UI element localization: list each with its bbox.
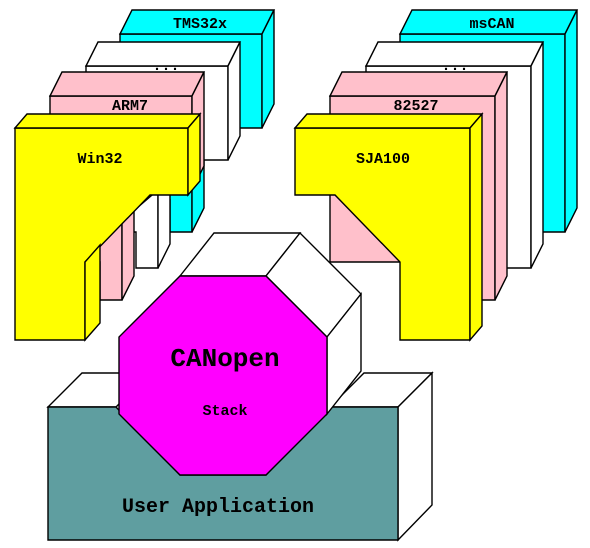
- can-controller-stack: msCAN ... 82527 SJA100: [293, 9, 579, 342]
- controller-label-mscan: msCAN: [469, 16, 514, 33]
- block-side: [564, 9, 578, 233]
- block-side: [261, 9, 275, 129]
- controller-label-sja100: SJA100: [356, 151, 410, 168]
- stack-subtitle: Stack: [202, 403, 247, 420]
- target-label-arm7: ARM7: [112, 98, 148, 115]
- block-side: [187, 112, 201, 197]
- controller-front-sja100: SJA100: [293, 112, 484, 342]
- block-top: [293, 113, 484, 129]
- stack-front-octagon: [118, 275, 328, 476]
- target-label-win32: Win32: [77, 151, 122, 168]
- block-side: [494, 71, 508, 301]
- target-platform-stack: TMS32x ... ARM7 Win32: [13, 9, 276, 342]
- block-side: [227, 41, 241, 161]
- controller-label-ellipsis: ...: [441, 58, 468, 75]
- block-side: [469, 112, 483, 342]
- canopen-stack-block: CANopen Stack: [118, 231, 362, 476]
- controller-label-82527: 82527: [393, 98, 438, 115]
- target-label-tms32x: TMS32x: [173, 16, 227, 33]
- user-application-block: User Application: [46, 371, 434, 542]
- block-top: [328, 71, 509, 97]
- target-front-win32: Win32: [13, 112, 202, 342]
- target-label-ellipsis: ...: [152, 58, 179, 75]
- block-side: [530, 41, 544, 269]
- block-top: [48, 71, 206, 97]
- block-top: [13, 113, 202, 129]
- user-application-label: User Application: [122, 496, 314, 519]
- canopen-title: CANopen: [170, 344, 279, 374]
- block-leg-side: [84, 243, 101, 342]
